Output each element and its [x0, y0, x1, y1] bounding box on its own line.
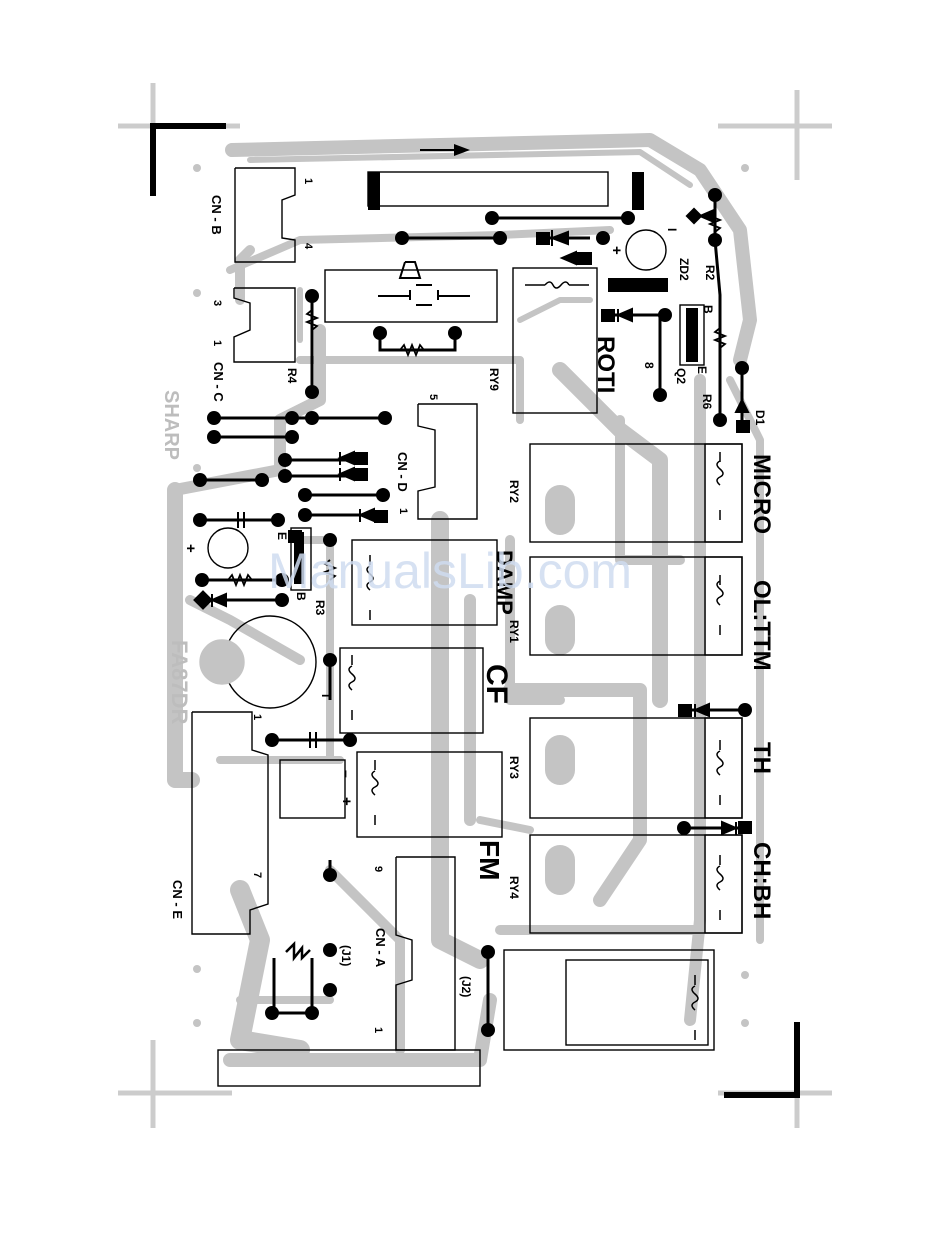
cn-e-label: CN - E	[170, 880, 185, 919]
cf-label: CF	[480, 664, 513, 704]
ry1-label: RY1	[507, 620, 521, 643]
resistors	[228, 212, 725, 585]
cap-plus-3: +	[338, 797, 355, 806]
i-mark-2: I	[319, 694, 333, 697]
ry2-label: RY2	[507, 480, 521, 503]
cap-plus-2: +	[182, 544, 199, 553]
q2-e-label: E	[695, 366, 709, 374]
ry3-label: RY3	[507, 756, 521, 779]
cn-c-pin-top: 3	[211, 300, 223, 306]
q-e-label: E	[275, 532, 289, 540]
cap-minus-label: –	[339, 770, 355, 778]
th-label: TH	[748, 742, 775, 774]
r2-label: R2	[703, 265, 717, 281]
ol-ttm-label: OL:TTM	[748, 580, 775, 671]
roti-label: ROTI	[592, 336, 619, 393]
q2-8-label: 8	[642, 362, 656, 369]
micro-label: MICRO	[748, 454, 775, 534]
r4-label: R4	[285, 368, 299, 384]
cn-e-pin-bottom: 7	[251, 872, 263, 878]
fuse	[286, 944, 310, 958]
ch-bh-label: CH:BH	[748, 842, 775, 919]
cn-d-label: CN - D	[395, 452, 410, 492]
cn-c-pin-bottom: 1	[211, 340, 223, 346]
cap-plus-1: +	[608, 246, 625, 255]
cn-a-pin-top: 9	[372, 866, 384, 872]
cn-b-pin-top: 1	[302, 178, 314, 184]
cn-b-pin-bottom: 4	[302, 243, 314, 250]
r6-label: R6	[700, 394, 714, 410]
cn-a-pin-bottom: 1	[372, 1027, 384, 1033]
ry4-label: RY4	[507, 876, 521, 899]
j1-label: (J1)	[339, 945, 353, 966]
watermark: ManualsLib.com	[268, 543, 632, 599]
cn-a-label: CN - A	[373, 928, 388, 968]
q2-label: Q2	[674, 368, 688, 384]
cn-d-pin-top: 5	[427, 394, 439, 400]
d1-label: D1	[753, 410, 767, 426]
j2-label: (J2)	[459, 976, 473, 997]
cn-b-label: CN - B	[209, 195, 224, 235]
cn-c-label: CN - C	[211, 362, 226, 402]
fm-label: FM	[474, 840, 505, 880]
cn-d-pin-bottom: 1	[397, 508, 409, 514]
i-mark-1: I	[665, 228, 679, 231]
q2-b-label: B	[701, 305, 715, 314]
r3-label: R3	[313, 600, 327, 616]
ry9-label: RY9	[487, 368, 501, 391]
zd2-label: ZD2	[677, 258, 691, 281]
brand-silkscreen: SHARP	[160, 390, 182, 460]
part-number-silkscreen: FA87DR	[167, 640, 192, 724]
cn-e-pin-top: 1	[251, 714, 263, 720]
